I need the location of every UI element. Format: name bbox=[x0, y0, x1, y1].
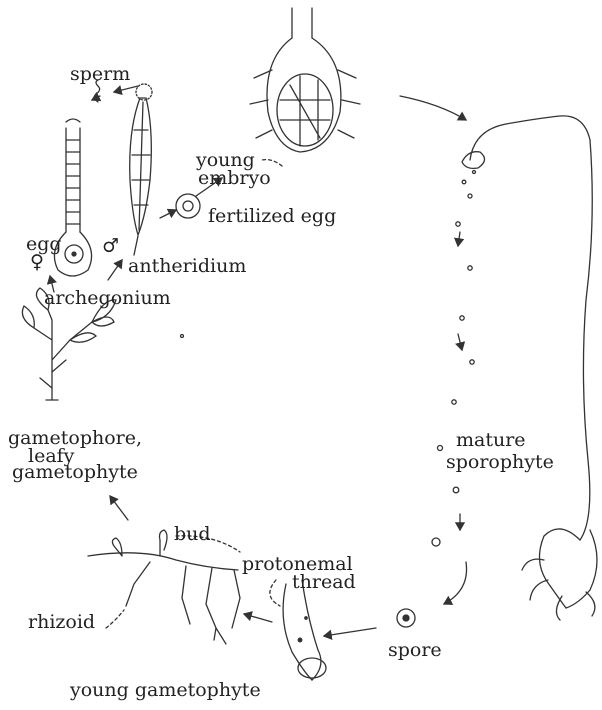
young-embryo-label-2: embryo bbox=[198, 168, 271, 188]
cycle-arrow-to-sporophyte bbox=[400, 96, 466, 120]
bud-label: bud bbox=[174, 524, 211, 544]
mature-sporophyte-label-1: mature bbox=[456, 430, 526, 450]
young-embryo-drawing bbox=[250, 8, 360, 166]
rhizoid-label: rhizoid bbox=[28, 612, 95, 632]
fertilized-egg-label: fertilized egg bbox=[208, 206, 336, 226]
male-symbol: ♂ bbox=[102, 236, 119, 256]
spore-drawing bbox=[397, 609, 415, 627]
stray-dot bbox=[181, 335, 184, 338]
spore-dispersal-trail bbox=[432, 222, 474, 604]
gametophore-label-3: gametophyte bbox=[12, 462, 138, 482]
gametophore-drawing bbox=[22, 260, 122, 400]
archegonium-label: archegonium bbox=[44, 288, 171, 308]
young-gametophyte-label: young gametophyte bbox=[70, 680, 261, 700]
sperm-label: sperm bbox=[70, 64, 130, 84]
protonemal-label-2: thread bbox=[292, 572, 356, 592]
mature-sporophyte-label-2: sporophyte bbox=[446, 452, 554, 472]
antheridium-label: antheridium bbox=[128, 256, 246, 276]
spore-label: spore bbox=[388, 640, 442, 660]
mature-sporophyte-drawing bbox=[462, 116, 597, 620]
antheridium-drawing bbox=[130, 84, 152, 255]
female-symbol: ♀ bbox=[30, 252, 44, 272]
